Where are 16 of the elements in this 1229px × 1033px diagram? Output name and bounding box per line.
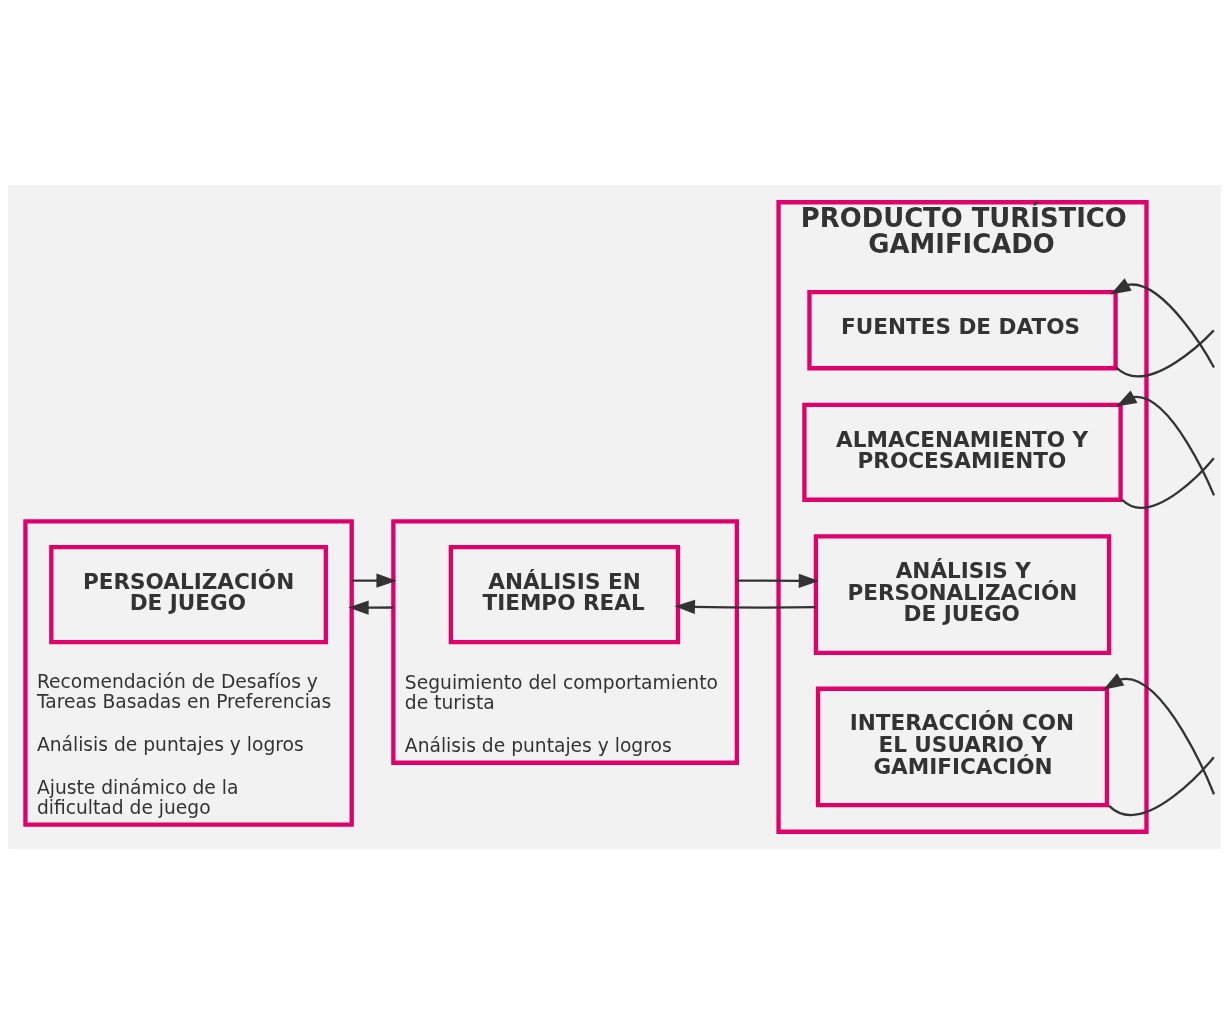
connector (1121, 457, 1215, 509)
node-box: PERSOALIZACIÓN DE JUEGO (49, 544, 328, 644)
arrow (736, 573, 820, 588)
arrow (348, 599, 394, 615)
node-box: INTERACCIÓN CON EL USUARIO Y GAMIFICACIÓN (815, 686, 1110, 807)
node-box: FUENTES DE DATOS (807, 289, 1118, 370)
arrow (1110, 277, 1215, 368)
node-box: ANÁLISIS EN TIEMPO REAL (448, 544, 681, 644)
node-box: ANÁLISIS Y PERSONALIZACIÓN DE JUEGO (813, 533, 1112, 655)
connector (1115, 329, 1215, 377)
arrow (351, 572, 397, 588)
connector (1108, 756, 1215, 816)
arrow (1116, 389, 1216, 496)
node-box: ALMACENAMIENTO Y PROCESAMIENTO (802, 402, 1123, 502)
arrow (1103, 672, 1216, 795)
arrow (674, 599, 816, 614)
